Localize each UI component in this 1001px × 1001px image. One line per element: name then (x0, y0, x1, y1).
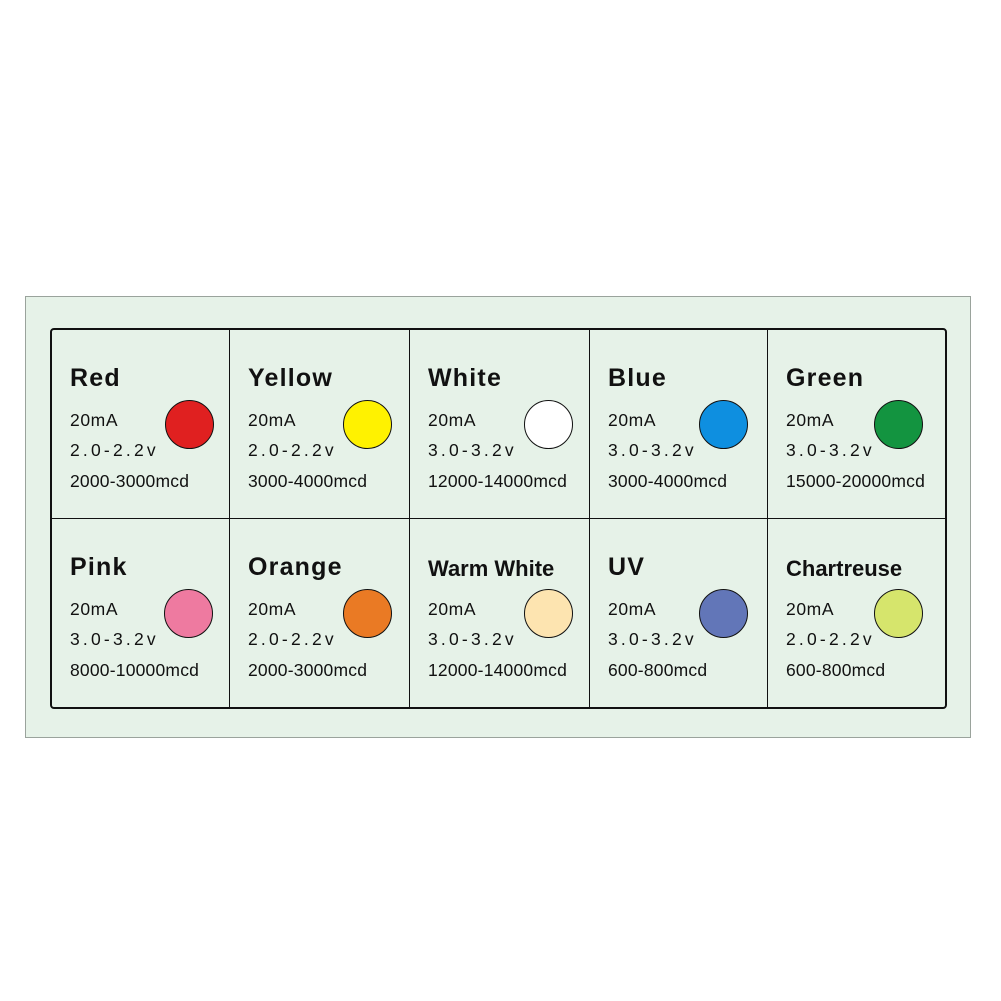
led-current: 20mA (70, 599, 119, 619)
led-current: 20mA (428, 410, 477, 430)
led-voltage: 3.0-3.2v (608, 440, 697, 460)
led-luminosity: 2000-3000mcd (70, 471, 190, 491)
led-current: 20mA (248, 599, 297, 619)
led-name: Orange (248, 553, 343, 581)
led-current: 20mA (428, 599, 477, 619)
led-spec-panel: Red 20mA 2.0-2.2v 2000-3000mcd Yellow 20… (25, 296, 971, 738)
led-name: UV (608, 553, 646, 581)
led-name: Warm White (428, 556, 555, 581)
led-voltage: 2.0-2.2v (786, 629, 875, 649)
led-name: Yellow (248, 364, 334, 392)
color-swatch-icon (524, 400, 573, 449)
color-swatch-icon (699, 400, 748, 449)
color-swatch-icon (165, 400, 214, 449)
led-luminosity: 3000-4000mcd (248, 471, 368, 491)
led-luminosity: 600-800mcd (608, 660, 708, 680)
led-voltage: 2.0-2.2v (248, 629, 337, 649)
led-cell-white: White 20mA 3.0-3.2v 12000-14000mcd (410, 330, 590, 519)
color-swatch-icon (524, 589, 573, 638)
led-current: 20mA (786, 599, 835, 619)
led-cell-chartreuse: Chartreuse 20mA 2.0-2.2v 600-800mcd (768, 519, 945, 707)
color-swatch-icon (164, 589, 213, 638)
led-voltage: 2.0-2.2v (70, 440, 159, 460)
led-luminosity: 600-800mcd (786, 660, 886, 680)
led-name: Red (70, 364, 121, 392)
led-luminosity: 12000-14000mcd (428, 660, 568, 680)
led-cell-blue: Blue 20mA 3.0-3.2v 3000-4000mcd (590, 330, 768, 519)
led-cell-pink: Pink 20mA 3.0-3.2v 8000-10000mcd (52, 519, 230, 707)
led-cell-yellow: Yellow 20mA 2.0-2.2v 3000-4000mcd (230, 330, 410, 519)
led-voltage: 3.0-3.2v (608, 629, 697, 649)
color-swatch-icon (874, 400, 923, 449)
led-voltage: 3.0-3.2v (428, 629, 517, 649)
led-voltage: 2.0-2.2v (248, 440, 337, 460)
led-current: 20mA (786, 410, 835, 430)
led-name: White (428, 364, 503, 392)
led-current: 20mA (608, 599, 657, 619)
led-name: Green (786, 364, 865, 392)
led-current: 20mA (248, 410, 297, 430)
led-luminosity: 12000-14000mcd (428, 471, 568, 491)
led-voltage: 3.0-3.2v (428, 440, 517, 460)
led-cell-red: Red 20mA 2.0-2.2v 2000-3000mcd (52, 330, 230, 519)
led-luminosity: 3000-4000mcd (608, 471, 728, 491)
led-current: 20mA (608, 410, 657, 430)
led-current: 20mA (70, 410, 119, 430)
led-luminosity: 15000-20000mcd (786, 471, 926, 491)
color-swatch-icon (343, 589, 392, 638)
led-cell-orange: Orange 20mA 2.0-2.2v 2000-3000mcd (230, 519, 410, 707)
led-voltage: 3.0-3.2v (70, 629, 159, 649)
led-voltage: 3.0-3.2v (786, 440, 875, 460)
led-luminosity: 2000-3000mcd (248, 660, 368, 680)
led-cell-warm-white: Warm White 20mA 3.0-3.2v 12000-14000mcd (410, 519, 590, 707)
color-swatch-icon (874, 589, 923, 638)
led-name: Chartreuse (786, 556, 903, 581)
led-luminosity: 8000-10000mcd (70, 660, 200, 680)
led-cell-uv: UV 20mA 3.0-3.2v 600-800mcd (590, 519, 768, 707)
led-name: Pink (70, 553, 128, 581)
color-swatch-icon (699, 589, 748, 638)
led-cell-green: Green 20mA 3.0-3.2v 15000-20000mcd (768, 330, 945, 519)
color-swatch-icon (343, 400, 392, 449)
led-name: Blue (608, 364, 667, 392)
led-spec-grid: Red 20mA 2.0-2.2v 2000-3000mcd Yellow 20… (50, 328, 947, 709)
